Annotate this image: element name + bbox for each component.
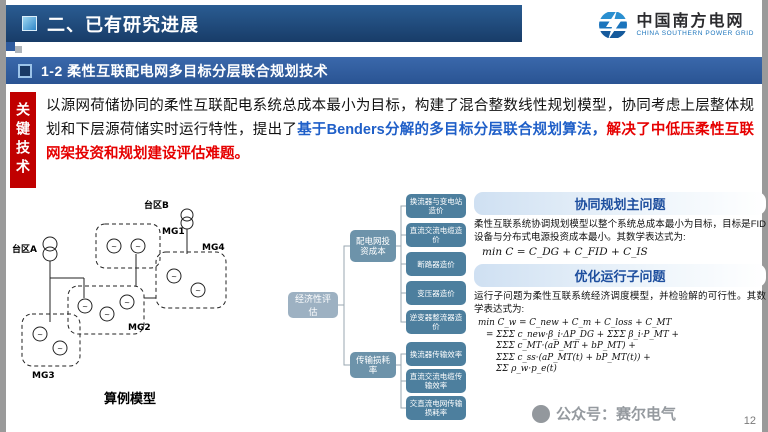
section-title: 二、已有研究进展 [47,14,199,35]
company-logo: 中国南方电网 CHINA SOUTHERN POWER GRID [596,6,754,44]
svg-text:~: ~ [111,243,117,251]
tree-root: 经济性评估 [288,292,338,318]
svg-text:~: ~ [195,287,201,295]
decor-square-gray [15,46,22,53]
section-banner: 1-2 柔性互联配电网多目标分层联合规划技术 [6,57,762,84]
tree-leaf: 直流交流电缆传输效率 [406,369,466,393]
logo-name-cn: 中国南方电网 [636,12,745,30]
svg-text:~: ~ [171,273,177,281]
sub-problem-body: 运行子问题为柔性互联系统经济调度模型，并检验解的可行性。其数学表达式为: [474,291,766,315]
label-mg4: MG4 [202,243,225,253]
banner-title: 1-2 柔性互联配电网多目标分层联合规划技术 [41,62,329,79]
tree-branch-investment-cost: 配电网投资成本 [350,230,396,262]
svg-text:~: ~ [124,299,130,307]
sub-problem-formula-line: ΣΣ ρ_w·p_e(t) [496,364,557,374]
power-grid-globe-icon [599,11,628,39]
tree-leaf: 换流器传输效率 [406,342,466,366]
label-taiqu-b: 台区B [144,199,169,211]
right-panel: 协同规划主问题 柔性互联系统协调规划模型以整个系统总成本最小为目标，目标是FID… [474,192,766,376]
label-mg2: MG2 [128,323,151,333]
key-tech-label: 关键技术 [10,92,36,188]
economic-evaluation-tree: 经济性评估 配电网投资成本 传输损耗率 换流器与变电站造价 直流交流电缆造价 断… [288,194,466,424]
key-text-red: 解决了中低压柔性互联网架投资和规划建设评估难题。 [46,122,754,162]
tree-leaf: 断路器造价 [406,252,466,276]
sub-problem-formula-line: min C_w = C_new + C_m + C_loss + C_MT [478,318,672,328]
example-model: ~ ~ ~ ~ ~ ~ ~ ~ ~ 台区A 台区B MG1 MG2 MG3 MG4 算例模… [10,194,250,420]
main-problem-formula: min C = C_DG + C_FID + C_IS [482,246,648,258]
key-tech-block: 关键技术 以源网荷储协同的柔性互联配电系统总成本最小为目标，构建了混合整数线性规… [10,92,758,188]
slide: 二、已有研究进展 中国南方电网 CHINA SOUTHERN POWER GRI… [6,0,766,432]
tree-branch-loss-rate: 传输损耗率 [350,352,396,378]
main-problem-body: 柔性互联系统协调规划模型以整个系统总成本最小为目标，目标是FID设备与分布式电源… [474,219,766,243]
logo-name-en: CHINA SOUTHERN POWER GRID [636,30,754,38]
sub-problem-formula-line: ΣΣΣ c_MT·(aP_MT + bP_MT) + [496,341,636,351]
sub-problem-title: 优化运行子问题 [474,264,766,287]
sub-problem-formula-line: ΣΣΣ c_ss·(aP_MT(t) + bP_MT(t)) + [496,352,651,363]
key-text-black: 以源网荷储协同的柔性互联配电系统总成本最小为目标，构建了混合整数线性规划模型，协… [46,98,754,138]
svg-text:~: ~ [135,243,141,251]
title-square-icon [22,16,37,31]
tree-leaf: 交直流电网传输损耗率 [406,396,466,420]
banner-bullet-icon [18,63,32,78]
wechat-account-icon [531,404,550,423]
tree-leaf: 直流交流电缆造价 [406,223,466,247]
header-bar: 二、已有研究进展 [6,5,522,42]
tree-connectors [338,205,406,409]
svg-text:~: ~ [57,345,63,353]
watermark-text: 公众号：赛尔电气 [555,406,676,423]
label-mg1: MG1 [162,227,185,237]
main-problem-title: 协同规划主问题 [474,192,766,215]
label-mg3: MG3 [32,371,55,381]
page-number: 12 [743,415,756,427]
tree-leaf: 逆变器整流器造价 [406,310,466,334]
key-text-blue: 基于Benders分解的多目标分层联合规划算法， [297,122,607,138]
example-model-diagram: ~ ~ ~ ~ ~ ~ ~ ~ ~ 台区A 台区B MG1 MG2 MG3 MG4 [12,199,227,381]
model-caption: 算例模型 [103,391,156,406]
svg-text:~: ~ [104,311,110,319]
tree-leaf: 变压器造价 [406,281,466,305]
decor-square-blue [6,42,15,51]
watermark: 公众号：赛尔电气 [531,403,676,424]
tree-leaf: 换流器与变电站造价 [406,194,466,218]
sub-problem-formula-line: = ΣΣΣ c_new·β_i·ΔP_DG + ΣΣΣ β_i·P_MT + [486,329,679,340]
key-tech-text: 以源网荷储协同的柔性互联配电系统总成本最小为目标，构建了混合整数线性规划模型，协… [36,92,758,188]
label-taiqu-a: 台区A [12,243,37,255]
svg-text:~: ~ [37,331,43,339]
svg-text:~: ~ [82,303,88,311]
